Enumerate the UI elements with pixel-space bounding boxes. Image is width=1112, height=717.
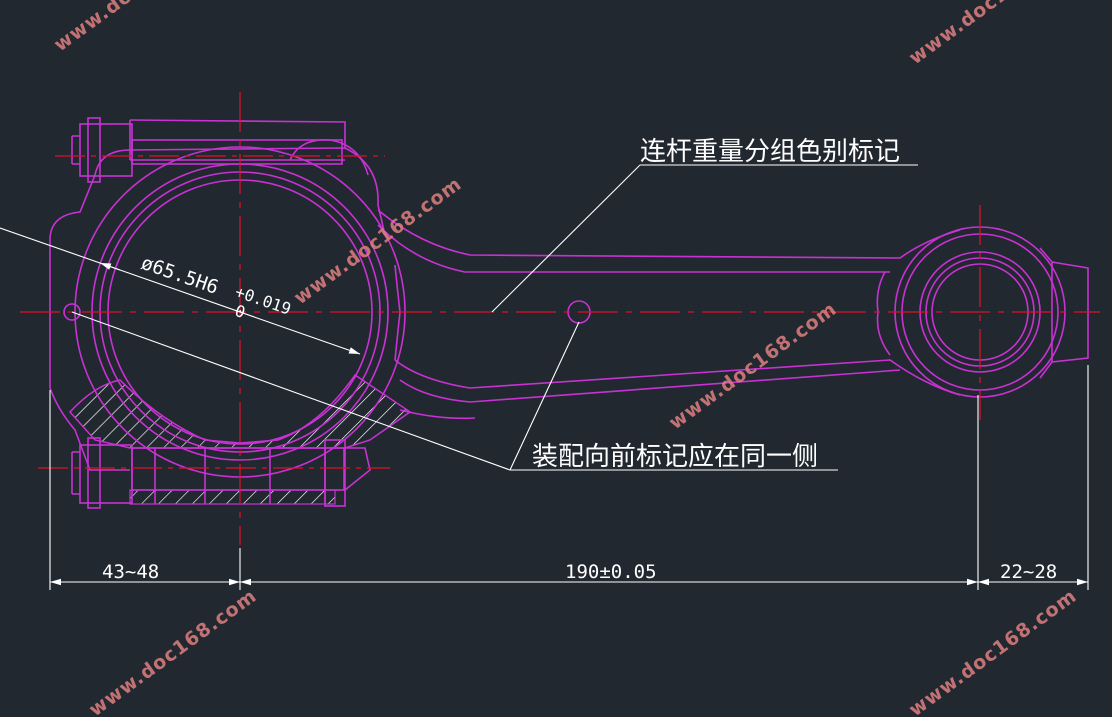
watermark-top-right: www.doc168.com bbox=[905, 0, 1081, 69]
watermark-bottom-left: www.doc168.com bbox=[85, 585, 261, 717]
weight-group-mark-label: 连杆重量分组色别标记 bbox=[640, 137, 900, 167]
dimension-left-offset: 43~48 bbox=[102, 561, 159, 583]
center-lines bbox=[20, 92, 1100, 545]
watermarks: www.doc168.com www.doc168.com www.doc168… bbox=[50, 0, 1081, 717]
dimension-center-distance: 190±0.05 bbox=[565, 561, 657, 583]
bore-diameter-text: ø65.5H6 bbox=[138, 252, 221, 299]
watermark-top-left: www.doc168.com bbox=[50, 0, 226, 56]
hatched-sections bbox=[68, 373, 412, 505]
dimension-lines bbox=[0, 164, 1089, 590]
watermark-bottom-right: www.doc168.com bbox=[905, 585, 1081, 717]
watermark-center-lower: www.doc168.com bbox=[665, 298, 841, 434]
assembly-direction-mark-label: 装配向前标记应在同一侧 bbox=[532, 442, 818, 472]
dimension-right-offset: 22~28 bbox=[1000, 561, 1057, 583]
